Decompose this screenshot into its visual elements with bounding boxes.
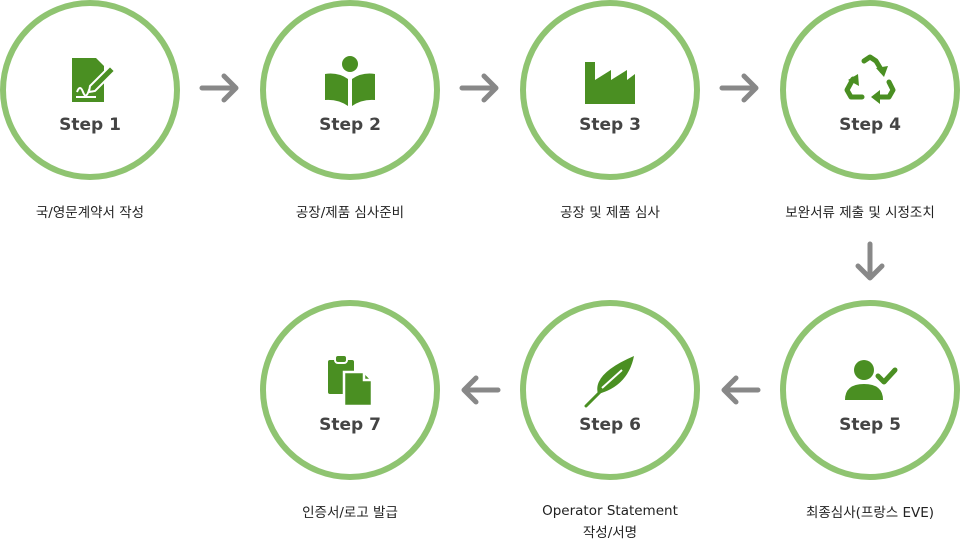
step-6-caption-line1: Operator Statement: [542, 503, 678, 519]
step-3-circle: Step 3: [520, 0, 700, 180]
step-label: Step 4: [839, 115, 901, 135]
arrow-left-icon: [718, 368, 762, 412]
factory-icon: [582, 52, 638, 108]
step-5-caption: 최종심사(프랑스 EVE): [805, 505, 935, 521]
arrow-right-icon: [458, 66, 502, 110]
step-7-caption: 인증서/로고 발급: [302, 505, 398, 521]
step-label: Step 2: [319, 115, 381, 135]
step-label: Step 5: [839, 415, 901, 435]
arrow-down-icon: [848, 240, 892, 284]
step-4-caption: 보완서류 제출 및 시정조치: [785, 205, 935, 221]
feather-pen-icon: [582, 352, 638, 408]
step-label: Step 7: [319, 415, 381, 435]
step-1-caption: 국/영문계약서 작성: [35, 205, 145, 221]
step-4-circle: Step 4: [780, 0, 960, 180]
recycle-icon: [842, 52, 898, 108]
step-label: Step 6: [579, 415, 641, 435]
step-6-caption-line2: 작성/서명: [582, 525, 638, 541]
step-3-caption: 공장 및 제품 심사: [560, 205, 660, 221]
step-6-circle: Step 6: [520, 300, 700, 480]
step-7-circle: Step 7: [260, 300, 440, 480]
step-5-circle: Step 5: [780, 300, 960, 480]
contract-sign-icon: [62, 52, 118, 108]
documents-icon: [322, 352, 378, 408]
step-1-circle: Step 1: [0, 0, 180, 180]
arrow-right-icon: [718, 66, 762, 110]
step-6-caption: Operator Statement 작성/서명: [510, 500, 710, 544]
arrow-left-icon: [458, 368, 502, 412]
user-check-icon: [842, 352, 898, 408]
step-label: Step 3: [579, 115, 641, 135]
step-2-circle: Step 2: [260, 0, 440, 180]
step-label: Step 1: [59, 115, 121, 135]
reading-person-icon: [322, 52, 378, 108]
arrow-right-icon: [198, 66, 242, 110]
step-2-caption: 공장/제품 심사준비: [295, 205, 405, 221]
